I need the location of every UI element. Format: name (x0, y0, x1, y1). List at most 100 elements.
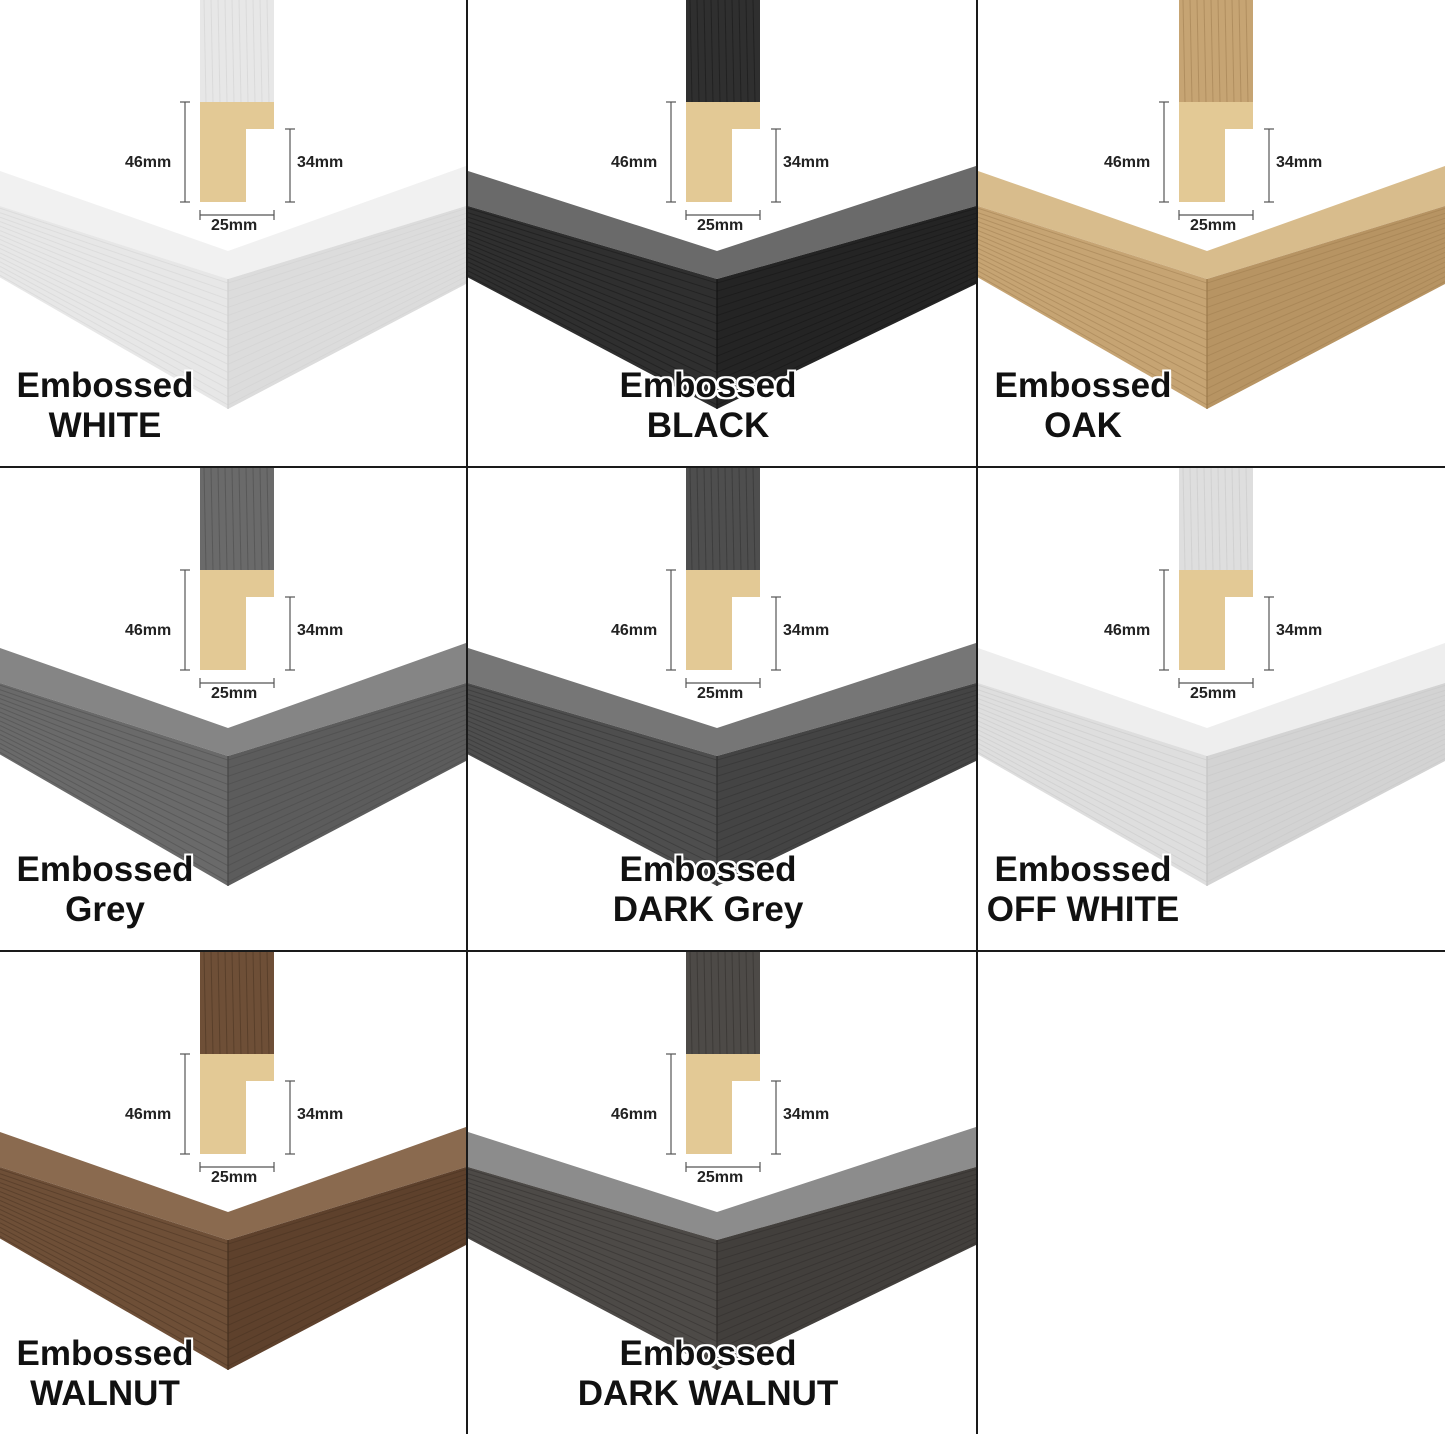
moulding-profile-section (686, 570, 760, 670)
grid-divider-horizontal (0, 950, 1445, 952)
moulding-profile-section (686, 102, 760, 202)
dimension-lip-label: 34mm (297, 154, 344, 171)
moulding-profile-section (200, 102, 274, 202)
frame-corner-image (468, 952, 976, 1370)
dimension-lip-label: 34mm (1276, 622, 1323, 639)
frame-name-line2: WHITE (48, 406, 162, 445)
frame-left-face (468, 1167, 717, 1370)
dimension-width-label: 25mm (697, 217, 744, 234)
frame-left-face (978, 683, 1207, 886)
frame-name-line1: Embossed (16, 1334, 194, 1373)
grid-divider-vertical (466, 0, 468, 1434)
frame-name-line2: BLACK (646, 406, 770, 445)
frame-name-line2: WALNUT (30, 1374, 180, 1413)
frame-right-face (717, 683, 976, 886)
dimension-lip-label: 34mm (1276, 154, 1323, 171)
frame-right-face (228, 1167, 466, 1370)
frame-top-face (0, 166, 466, 279)
frame-name-line2: OAK (1044, 406, 1122, 445)
dimension-height-label: 46mm (611, 1106, 658, 1123)
dimension-width-label: 25mm (211, 217, 258, 234)
dimension-height-label: 46mm (611, 622, 658, 639)
frame-top-face (468, 1127, 976, 1240)
dimension-width-label: 25mm (1190, 685, 1237, 702)
frame-right-face (228, 683, 466, 886)
frame-name-line2: DARK Grey (612, 890, 804, 929)
dimension-lip-label: 34mm (297, 622, 344, 639)
moulding-profile-section (1179, 570, 1253, 670)
frame-corner-image (978, 468, 1445, 886)
frame-left-face (468, 206, 717, 409)
dimension-width-label: 25mm (1190, 217, 1237, 234)
frame-left-face (0, 683, 228, 886)
frame-name-line1: Embossed (619, 366, 797, 405)
frame-top-face (978, 643, 1445, 756)
frame-name-line1: Embossed (994, 850, 1172, 889)
frame-top-face (0, 643, 466, 756)
dimension-width-label: 25mm (211, 685, 258, 702)
frame-right-face (1207, 206, 1445, 409)
moulding-profile-section (1179, 102, 1253, 202)
frame-top-face (468, 166, 976, 279)
dimension-height-label: 46mm (1104, 622, 1151, 639)
dimension-height-label: 46mm (125, 154, 172, 171)
moulding-profile-section (200, 570, 274, 670)
frame-left-face (0, 206, 228, 409)
moulding-profile-section (200, 1054, 274, 1154)
grid-divider-vertical (976, 0, 978, 1434)
dimension-lip-label: 34mm (783, 154, 830, 171)
frame-left-face (0, 1167, 228, 1370)
frame-corner-image (0, 468, 466, 886)
frame-right-face (717, 1167, 976, 1370)
dimension-lip-label: 34mm (297, 1106, 344, 1123)
frame-corner-image (978, 0, 1445, 409)
frame-name-line2: OFF WHITE (986, 890, 1180, 929)
frame-name-line2: Grey (65, 890, 145, 929)
frame-corner-image (468, 468, 976, 886)
frame-right-face (228, 206, 466, 409)
frame-name-line1: Embossed (16, 850, 194, 889)
frame-top-face (0, 1127, 466, 1240)
dimension-height-label: 46mm (125, 622, 172, 639)
frame-left-face (468, 683, 717, 886)
dimension-lip-label: 34mm (783, 622, 830, 639)
frame-top-face (978, 166, 1445, 279)
dimension-width-label: 25mm (697, 1169, 744, 1186)
frame-name-line1: Embossed (16, 366, 194, 405)
moulding-profile-section (686, 1054, 760, 1154)
frame-corner-image (0, 0, 466, 409)
frame-name-line1: Embossed (619, 850, 797, 889)
frame-right-face (1207, 683, 1445, 886)
dimension-height-label: 46mm (125, 1106, 172, 1123)
frame-top-face (468, 643, 976, 756)
dimension-lip-label: 34mm (783, 1106, 830, 1123)
frame-name-line1: Embossed (994, 366, 1172, 405)
frame-name-line1: Embossed (619, 1334, 797, 1373)
frame-name-line2: DARK WALNUT (577, 1374, 839, 1413)
dimension-height-label: 46mm (1104, 154, 1151, 171)
dimension-height-label: 46mm (611, 154, 658, 171)
frame-right-face (717, 206, 976, 409)
frame-corner-image (468, 0, 976, 409)
dimension-width-label: 25mm (697, 685, 744, 702)
frame-left-face (978, 206, 1207, 409)
grid-divider-horizontal (0, 466, 1445, 468)
frame-corner-image (0, 952, 466, 1370)
